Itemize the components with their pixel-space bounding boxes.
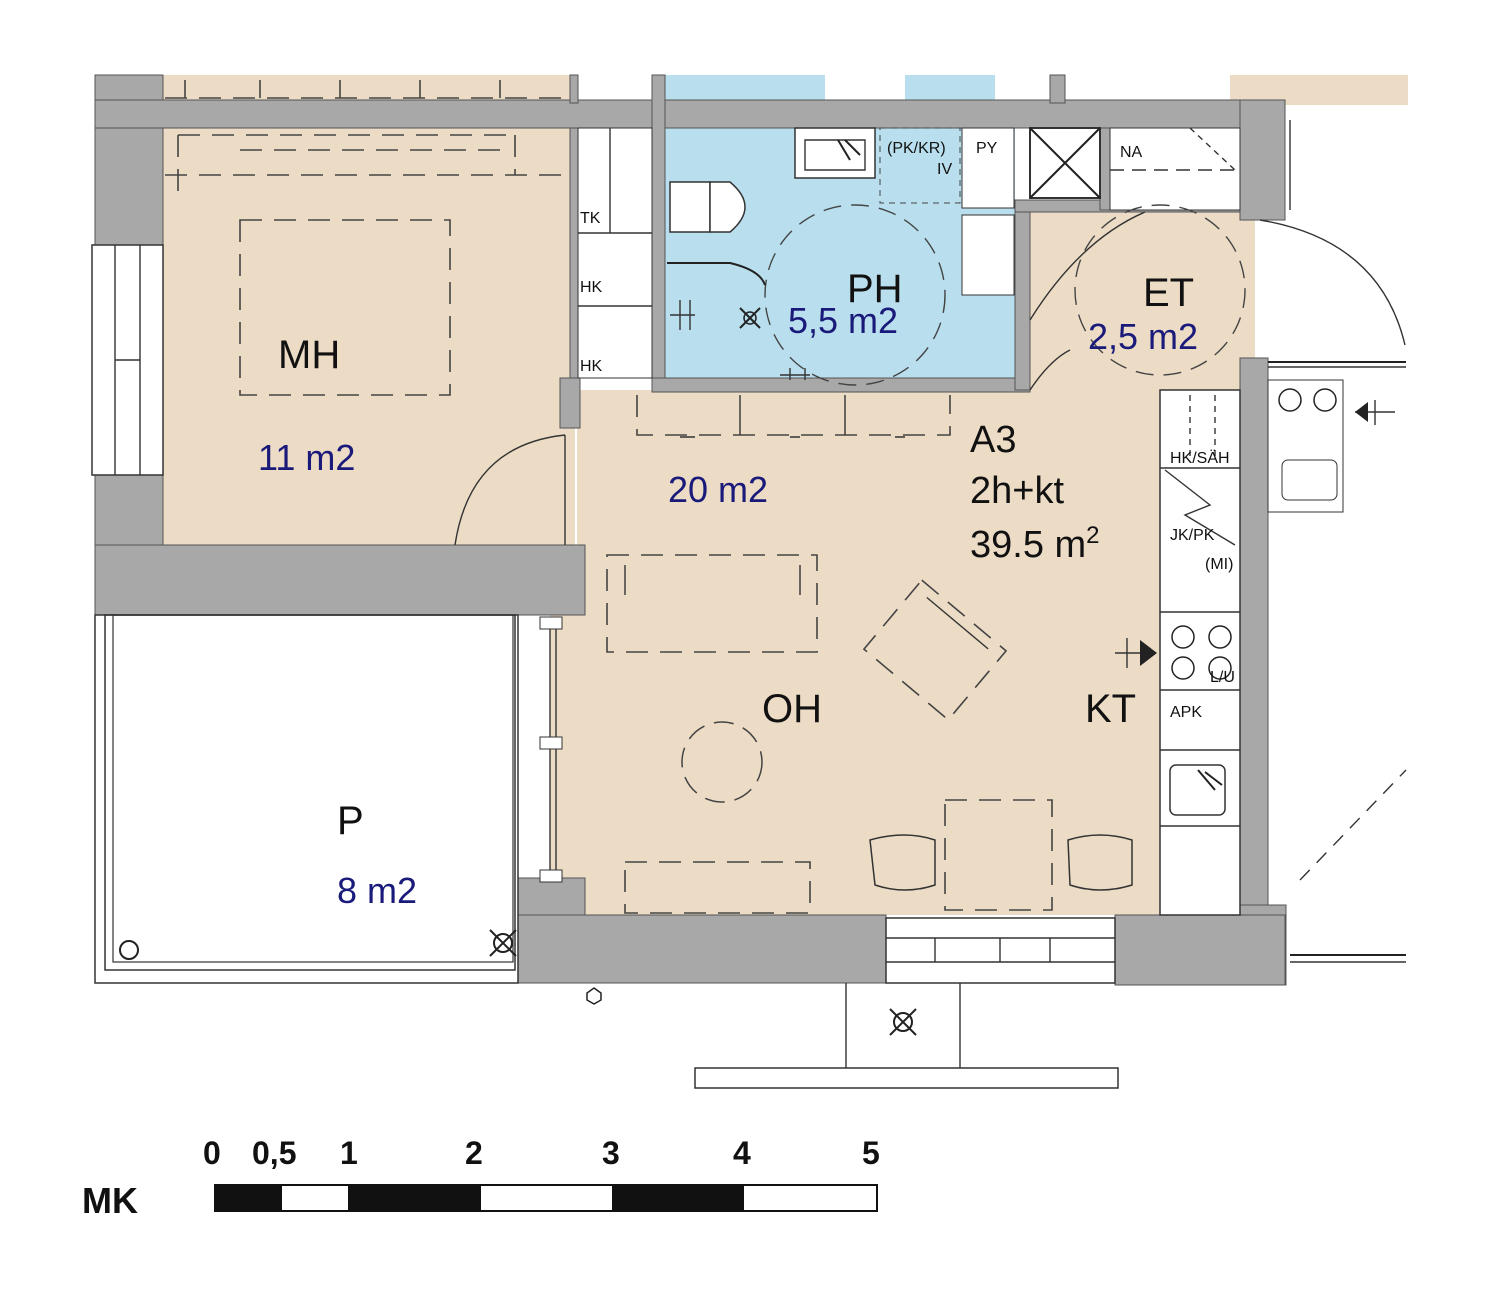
window-mh xyxy=(91,244,164,476)
closets xyxy=(577,127,653,379)
scale-tick-1: 1 xyxy=(340,1135,358,1171)
na-cabinet xyxy=(1109,127,1241,211)
label-mi: (MI) xyxy=(1205,556,1233,573)
balcony-door xyxy=(539,616,563,883)
scale-tick-0-5: 0,5 xyxy=(252,1135,296,1171)
electric-symbol xyxy=(1115,638,1157,668)
walls xyxy=(94,74,1287,986)
label-na: NA xyxy=(1120,144,1143,161)
living-floor xyxy=(550,210,1255,915)
apartment-area: 39.5 m2 xyxy=(970,522,1100,566)
scale-tick-2: 2 xyxy=(465,1135,483,1171)
bathroom-fixtures xyxy=(667,127,1015,386)
hall-wardrobes xyxy=(636,395,951,438)
balcony xyxy=(94,614,519,984)
scale-bar: MK 0 0,5 1 2 3 4 5 xyxy=(82,1135,880,1221)
apartment-id: A3 xyxy=(970,419,1016,461)
room-area-ph: 5,5 m2 xyxy=(788,300,898,341)
label-py: PY xyxy=(976,140,998,157)
neighbour-kitchen xyxy=(1267,379,1395,513)
room-name-kt: KT xyxy=(1085,687,1136,731)
room-name-ph: PH xyxy=(847,267,903,311)
room-area-oh: 20 m2 xyxy=(668,469,768,510)
scale-tick-5: 5 xyxy=(862,1135,880,1171)
bottom-window xyxy=(885,917,1116,984)
mh-furniture xyxy=(165,134,570,396)
scale-tick-3: 3 xyxy=(602,1135,620,1171)
shaft xyxy=(1029,127,1101,199)
mh-door-arc xyxy=(454,434,566,546)
et-door-arcs xyxy=(1029,204,1246,391)
oh-furniture xyxy=(606,554,1133,914)
scale-tick-4: 4 xyxy=(733,1135,751,1171)
label-hk-sah: HK/SÄH xyxy=(1170,449,1230,467)
label-iv: IV xyxy=(937,161,952,178)
label-jk-pk: JK/PK xyxy=(1170,527,1215,544)
room-area-et: 2,5 m2 xyxy=(1088,316,1198,357)
outside-steps xyxy=(586,983,1119,1089)
room-name-et: ET xyxy=(1143,271,1194,315)
kitchen-counter xyxy=(1159,389,1241,916)
label-hk-1: HK xyxy=(580,279,603,296)
label-hk-2: HK xyxy=(580,358,603,375)
neighbour-bath-2 xyxy=(905,75,995,101)
apartment-type: 2h+kt xyxy=(970,470,1064,512)
label-apk: APK xyxy=(1170,704,1202,721)
room-name-oh: OH xyxy=(762,687,822,731)
entrance-swing xyxy=(1259,120,1407,963)
scale-label: MK xyxy=(82,1180,138,1221)
room-area-mh: 11 m2 xyxy=(258,437,355,478)
room-name-p: P xyxy=(337,799,364,843)
label-tk: TK xyxy=(580,210,601,227)
room-area-p: 8 m2 xyxy=(337,870,417,911)
neighbour-floor-left xyxy=(160,75,570,101)
mh-floor xyxy=(160,127,575,547)
neighbour-bath xyxy=(665,75,825,101)
room-name-mh: MH xyxy=(278,333,340,377)
label-pk-kr: (PK/KR) xyxy=(887,140,946,157)
label-lu: L/U xyxy=(1210,669,1235,686)
scale-tick-0: 0 xyxy=(203,1135,221,1171)
